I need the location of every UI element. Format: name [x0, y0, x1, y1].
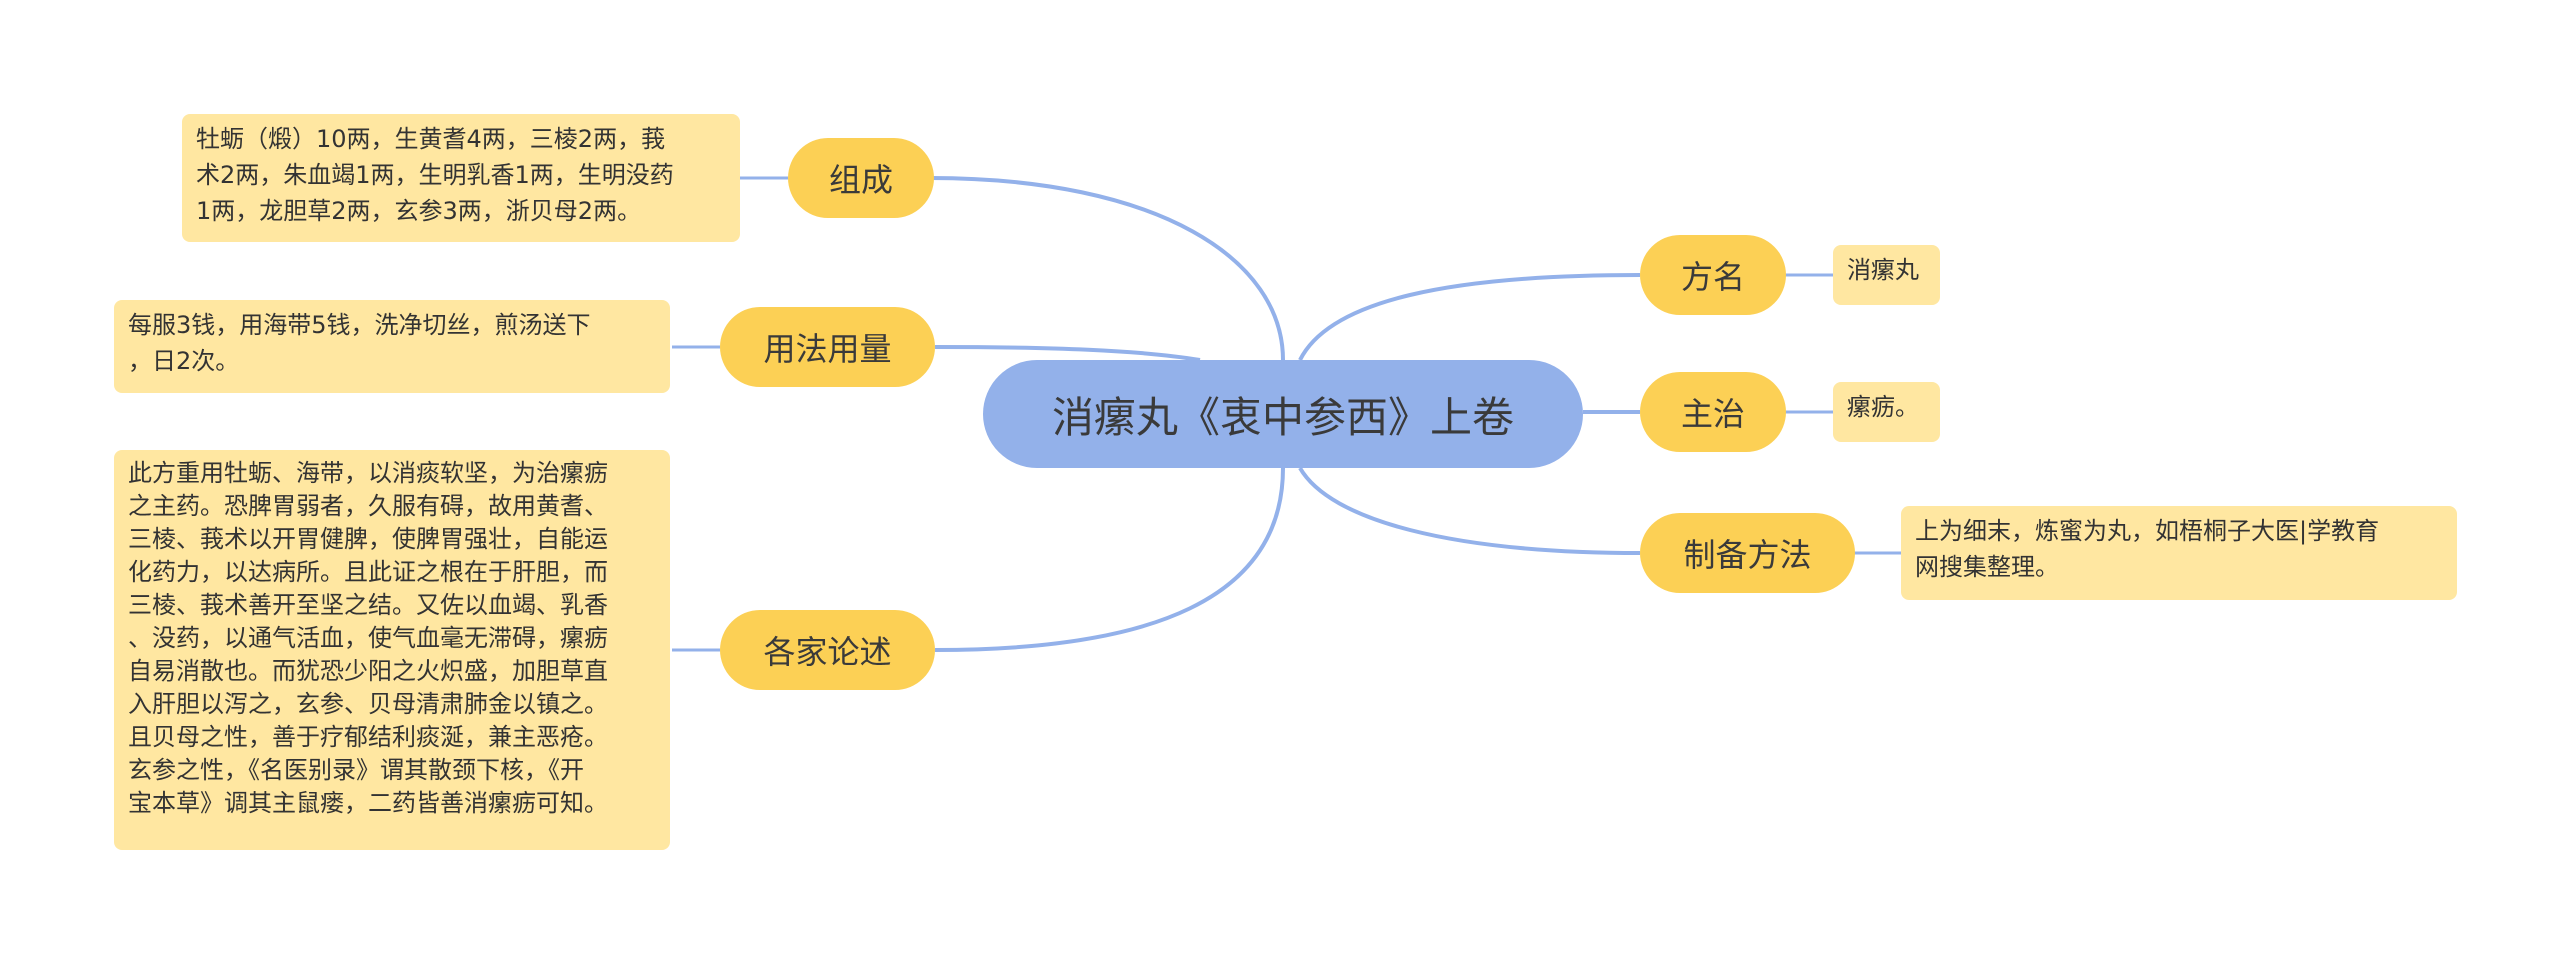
branch-zucheng[interactable]: 组成: [788, 138, 934, 218]
link-gejia: [934, 467, 1285, 652]
branch-gejia[interactable]: 各家论述: [720, 610, 935, 690]
leaf-yongfa[interactable]: 每服3钱，用海带5钱，洗净切丝，煎汤送下 ，日2次。: [114, 300, 670, 393]
link-fangming: [1298, 273, 1641, 361]
branch-yongfa[interactable]: 用法用量: [720, 307, 935, 387]
leaf-zhuzhi[interactable]: 瘰疬。: [1833, 382, 1940, 442]
link-yongfa: [934, 345, 1201, 362]
leaf-fangming[interactable]: 消瘰丸: [1833, 245, 1940, 305]
leaf-zucheng[interactable]: 牡蛎（煅）10两，生黄耆4两，三棱2两，莪 术2两，朱血竭1两，生明乳香1两，生…: [182, 114, 740, 242]
leaf-gejia[interactable]: 此方重用牡蛎、海带，以消痰软坚，为治瘰疬 之主药。恐脾胃弱者，久服有碍，故用黄耆…: [114, 450, 670, 850]
link-zucheng: [929, 176, 1285, 361]
link-zhibei: [1298, 466, 1641, 555]
central-topic[interactable]: 消瘰丸《衷中参西》上卷: [983, 360, 1583, 468]
branch-zhuzhi[interactable]: 主治: [1640, 372, 1786, 452]
leaf-zhibei[interactable]: 上为细末，炼蜜为丸，如梧桐子大医|学教育 网搜集整理。: [1901, 506, 2457, 600]
branch-fangming[interactable]: 方名: [1640, 235, 1786, 315]
branch-zhibei[interactable]: 制备方法: [1640, 513, 1855, 593]
